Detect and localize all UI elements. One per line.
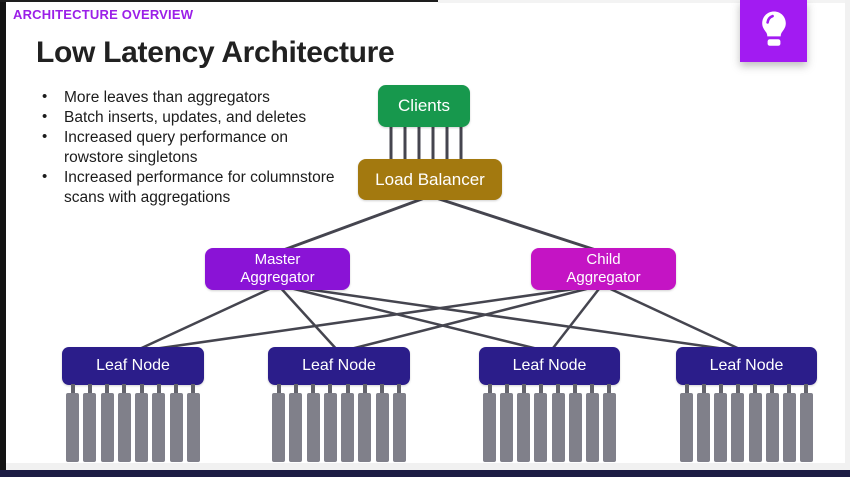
slide-eyebrow: ARCHITECTURE OVERVIEW <box>13 7 194 22</box>
disk-pin <box>306 384 320 462</box>
top-edge-strip <box>438 0 850 3</box>
bullet-item: More leaves than aggregators <box>38 87 338 108</box>
left-edge-bar <box>0 0 6 477</box>
bullet-item: Increased performance for columnstore sc… <box>38 167 338 208</box>
disk-pin <box>323 384 337 462</box>
leaf-3-disk-pins <box>479 384 620 462</box>
leaf-2-disk-pins <box>268 384 410 462</box>
disk-pin <box>483 384 496 462</box>
disk-pin <box>568 384 582 462</box>
disk-pin <box>782 384 796 462</box>
node-load-balancer: Load Balancer <box>358 159 502 200</box>
disk-pin <box>289 384 303 462</box>
disk-pin <box>748 384 762 462</box>
disk-pin <box>714 384 728 462</box>
disk-pin <box>117 384 131 462</box>
leaf-1-disk-pins <box>62 384 204 462</box>
page-title: Low Latency Architecture <box>36 36 395 69</box>
node-label: Load Balancer <box>375 169 485 189</box>
disk-pin <box>697 384 711 462</box>
node-label: Leaf Node <box>302 357 376 374</box>
disk-pin <box>169 384 183 462</box>
disk-pin <box>765 384 779 462</box>
right-edge-strip <box>845 0 850 477</box>
lightbulb-icon <box>756 9 792 54</box>
node-label: Master Aggregator <box>240 251 315 286</box>
disk-pin <box>358 384 372 462</box>
node-child-aggregator: Child Aggregator <box>531 248 676 290</box>
disk-pin <box>551 384 565 462</box>
disk-pin <box>602 384 616 462</box>
node-master-aggregator: Master Aggregator <box>205 248 350 290</box>
node-label: Child Aggregator <box>566 251 641 286</box>
disk-pin <box>341 384 355 462</box>
tip-badge <box>740 0 807 62</box>
node-leaf-3: Leaf Node <box>479 347 620 385</box>
bullet-item: Batch inserts, updates, and deletes <box>38 107 338 128</box>
node-leaf-4: Leaf Node <box>676 347 817 385</box>
disk-pin <box>585 384 599 462</box>
disk-pin <box>83 384 97 462</box>
disk-pin <box>680 384 693 462</box>
leaf-4-disk-pins <box>676 384 817 462</box>
disk-pin <box>66 384 79 462</box>
bullet-list: More leaves than aggregatorsBatch insert… <box>38 87 338 208</box>
disk-pin <box>272 384 285 462</box>
top-edge-line <box>0 0 438 2</box>
node-leaf-2: Leaf Node <box>268 347 410 385</box>
disk-pin <box>152 384 166 462</box>
node-clients: Clients <box>378 85 470 127</box>
bullet-item: Increased query performance on rowstore … <box>38 127 338 168</box>
disk-pin <box>731 384 745 462</box>
node-label: Leaf Node <box>512 357 587 374</box>
disk-pin <box>186 384 200 462</box>
disk-pin <box>100 384 114 462</box>
node-leaf-1: Leaf Node <box>62 347 204 385</box>
disk-pin <box>135 384 149 462</box>
disk-pin <box>392 384 406 462</box>
node-label: Leaf Node <box>709 357 784 374</box>
disk-pin <box>375 384 389 462</box>
bottom-accent-bar <box>0 470 850 477</box>
disk-pin <box>517 384 531 462</box>
node-label: Leaf Node <box>96 357 170 374</box>
disk-pin <box>799 384 813 462</box>
disk-pin <box>534 384 548 462</box>
bottom-light-strip <box>0 463 850 470</box>
node-label: Clients <box>398 96 450 115</box>
disk-pin <box>500 384 514 462</box>
